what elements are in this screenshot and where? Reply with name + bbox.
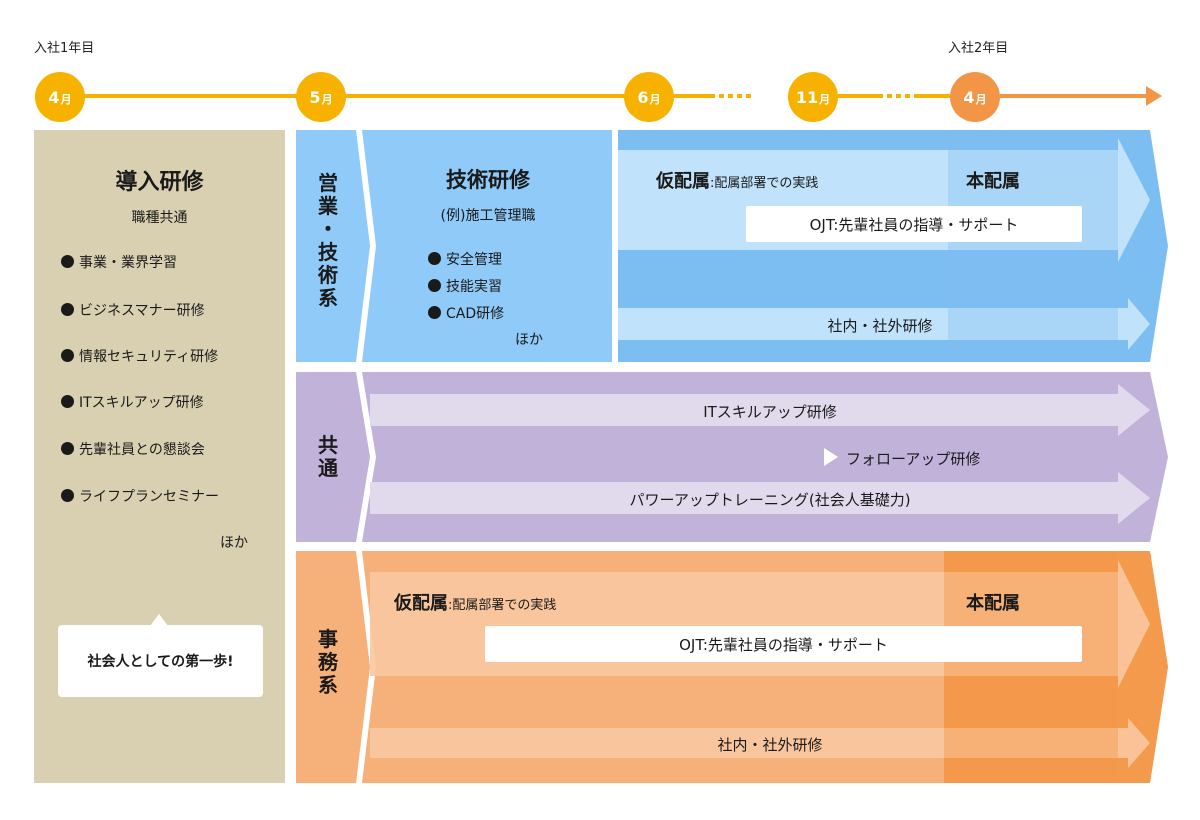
common-row1-label: ITスキルアップ研修 bbox=[703, 403, 837, 421]
intro-training-panel: 導入研修 職種共通 事業・業界学習 ビジネスマナー研修 情報セキュリティ研修 I… bbox=[34, 130, 285, 783]
sales-main-assignment: 本配属 bbox=[966, 171, 1020, 192]
office-label: 事 務 系 bbox=[318, 627, 338, 697]
intro-subtitle: 職種共通 bbox=[131, 210, 188, 226]
sales-temp-assignment: 仮配属:配属部署での実践 bbox=[656, 171, 819, 192]
common-row3-label: パワーアップトレーニング(社会人基礎力) bbox=[629, 491, 911, 509]
bullet-icon bbox=[61, 489, 74, 502]
bullet-icon bbox=[61, 349, 74, 362]
intro-item: 事業・業界学習 bbox=[61, 252, 177, 272]
speech-bubble: 社会人としての第一歩! bbox=[58, 625, 263, 697]
tech-training-title: 技術研修 bbox=[446, 168, 530, 192]
office-training-arrow bbox=[370, 718, 1150, 768]
common-row2-label: フォローアップ研修 bbox=[846, 450, 981, 468]
sales-main-overlay bbox=[948, 130, 1118, 362]
tech-more: ほか bbox=[515, 332, 543, 348]
intro-item: 情報セキュリティ研修 bbox=[61, 346, 218, 366]
year2-label: 入社2年目 bbox=[948, 41, 1009, 56]
bullet-icon bbox=[428, 279, 441, 292]
intro-more: ほか bbox=[220, 535, 248, 551]
sales-training-arrow bbox=[618, 298, 1150, 350]
sales-training-label: 社内・社外研修 bbox=[827, 317, 933, 335]
common-row3-arrow bbox=[370, 472, 1150, 524]
office-temp-assignment: 仮配属:配属部署での実践 bbox=[394, 593, 557, 614]
bullet-icon bbox=[61, 442, 74, 455]
common-label-chevron bbox=[296, 372, 370, 542]
bullet-icon bbox=[61, 303, 74, 316]
year1-label: 入社1年目 bbox=[34, 41, 95, 56]
intro-item: ビジネスマナー研修 bbox=[61, 300, 205, 320]
common-row1-arrow bbox=[370, 384, 1150, 436]
office-main-overlay bbox=[944, 551, 1118, 783]
common-label: 共 通 bbox=[318, 433, 338, 480]
bullet-icon bbox=[61, 255, 74, 268]
bullet-icon bbox=[428, 306, 441, 319]
office-main-assignment: 本配属 bbox=[966, 593, 1020, 614]
intro-item: 先輩社員との懇談会 bbox=[61, 439, 205, 459]
bullet-icon bbox=[61, 395, 74, 408]
tech-item: CAD研修 bbox=[428, 303, 504, 323]
tech-item: 技能実習 bbox=[428, 276, 502, 296]
bullet-icon bbox=[428, 252, 441, 265]
tech-item: 安全管理 bbox=[428, 249, 502, 269]
tech-training-block bbox=[362, 130, 612, 362]
timeline-line bbox=[80, 86, 1162, 106]
tech-training-subtitle: (例)施工管理職 bbox=[440, 208, 536, 224]
intro-item: ITスキルアップ研修 bbox=[61, 392, 204, 412]
sales-tech-label: 営 業 ・ 技 術 系 bbox=[318, 171, 338, 310]
office-ojt-box: OJT:先輩社員の指導・サポート bbox=[485, 626, 1082, 662]
intro-item: ライフプランセミナー bbox=[61, 486, 219, 506]
sales-ojt-box: OJT:先輩社員の指導・サポート bbox=[746, 206, 1082, 242]
sales-label-chevron bbox=[296, 130, 370, 362]
office-training-label: 社内・社外研修 bbox=[717, 736, 823, 754]
play-icon bbox=[824, 448, 838, 466]
bubble-tail bbox=[150, 614, 168, 626]
intro-title: 導入研修 bbox=[115, 170, 204, 195]
office-label-chevron bbox=[296, 551, 370, 783]
